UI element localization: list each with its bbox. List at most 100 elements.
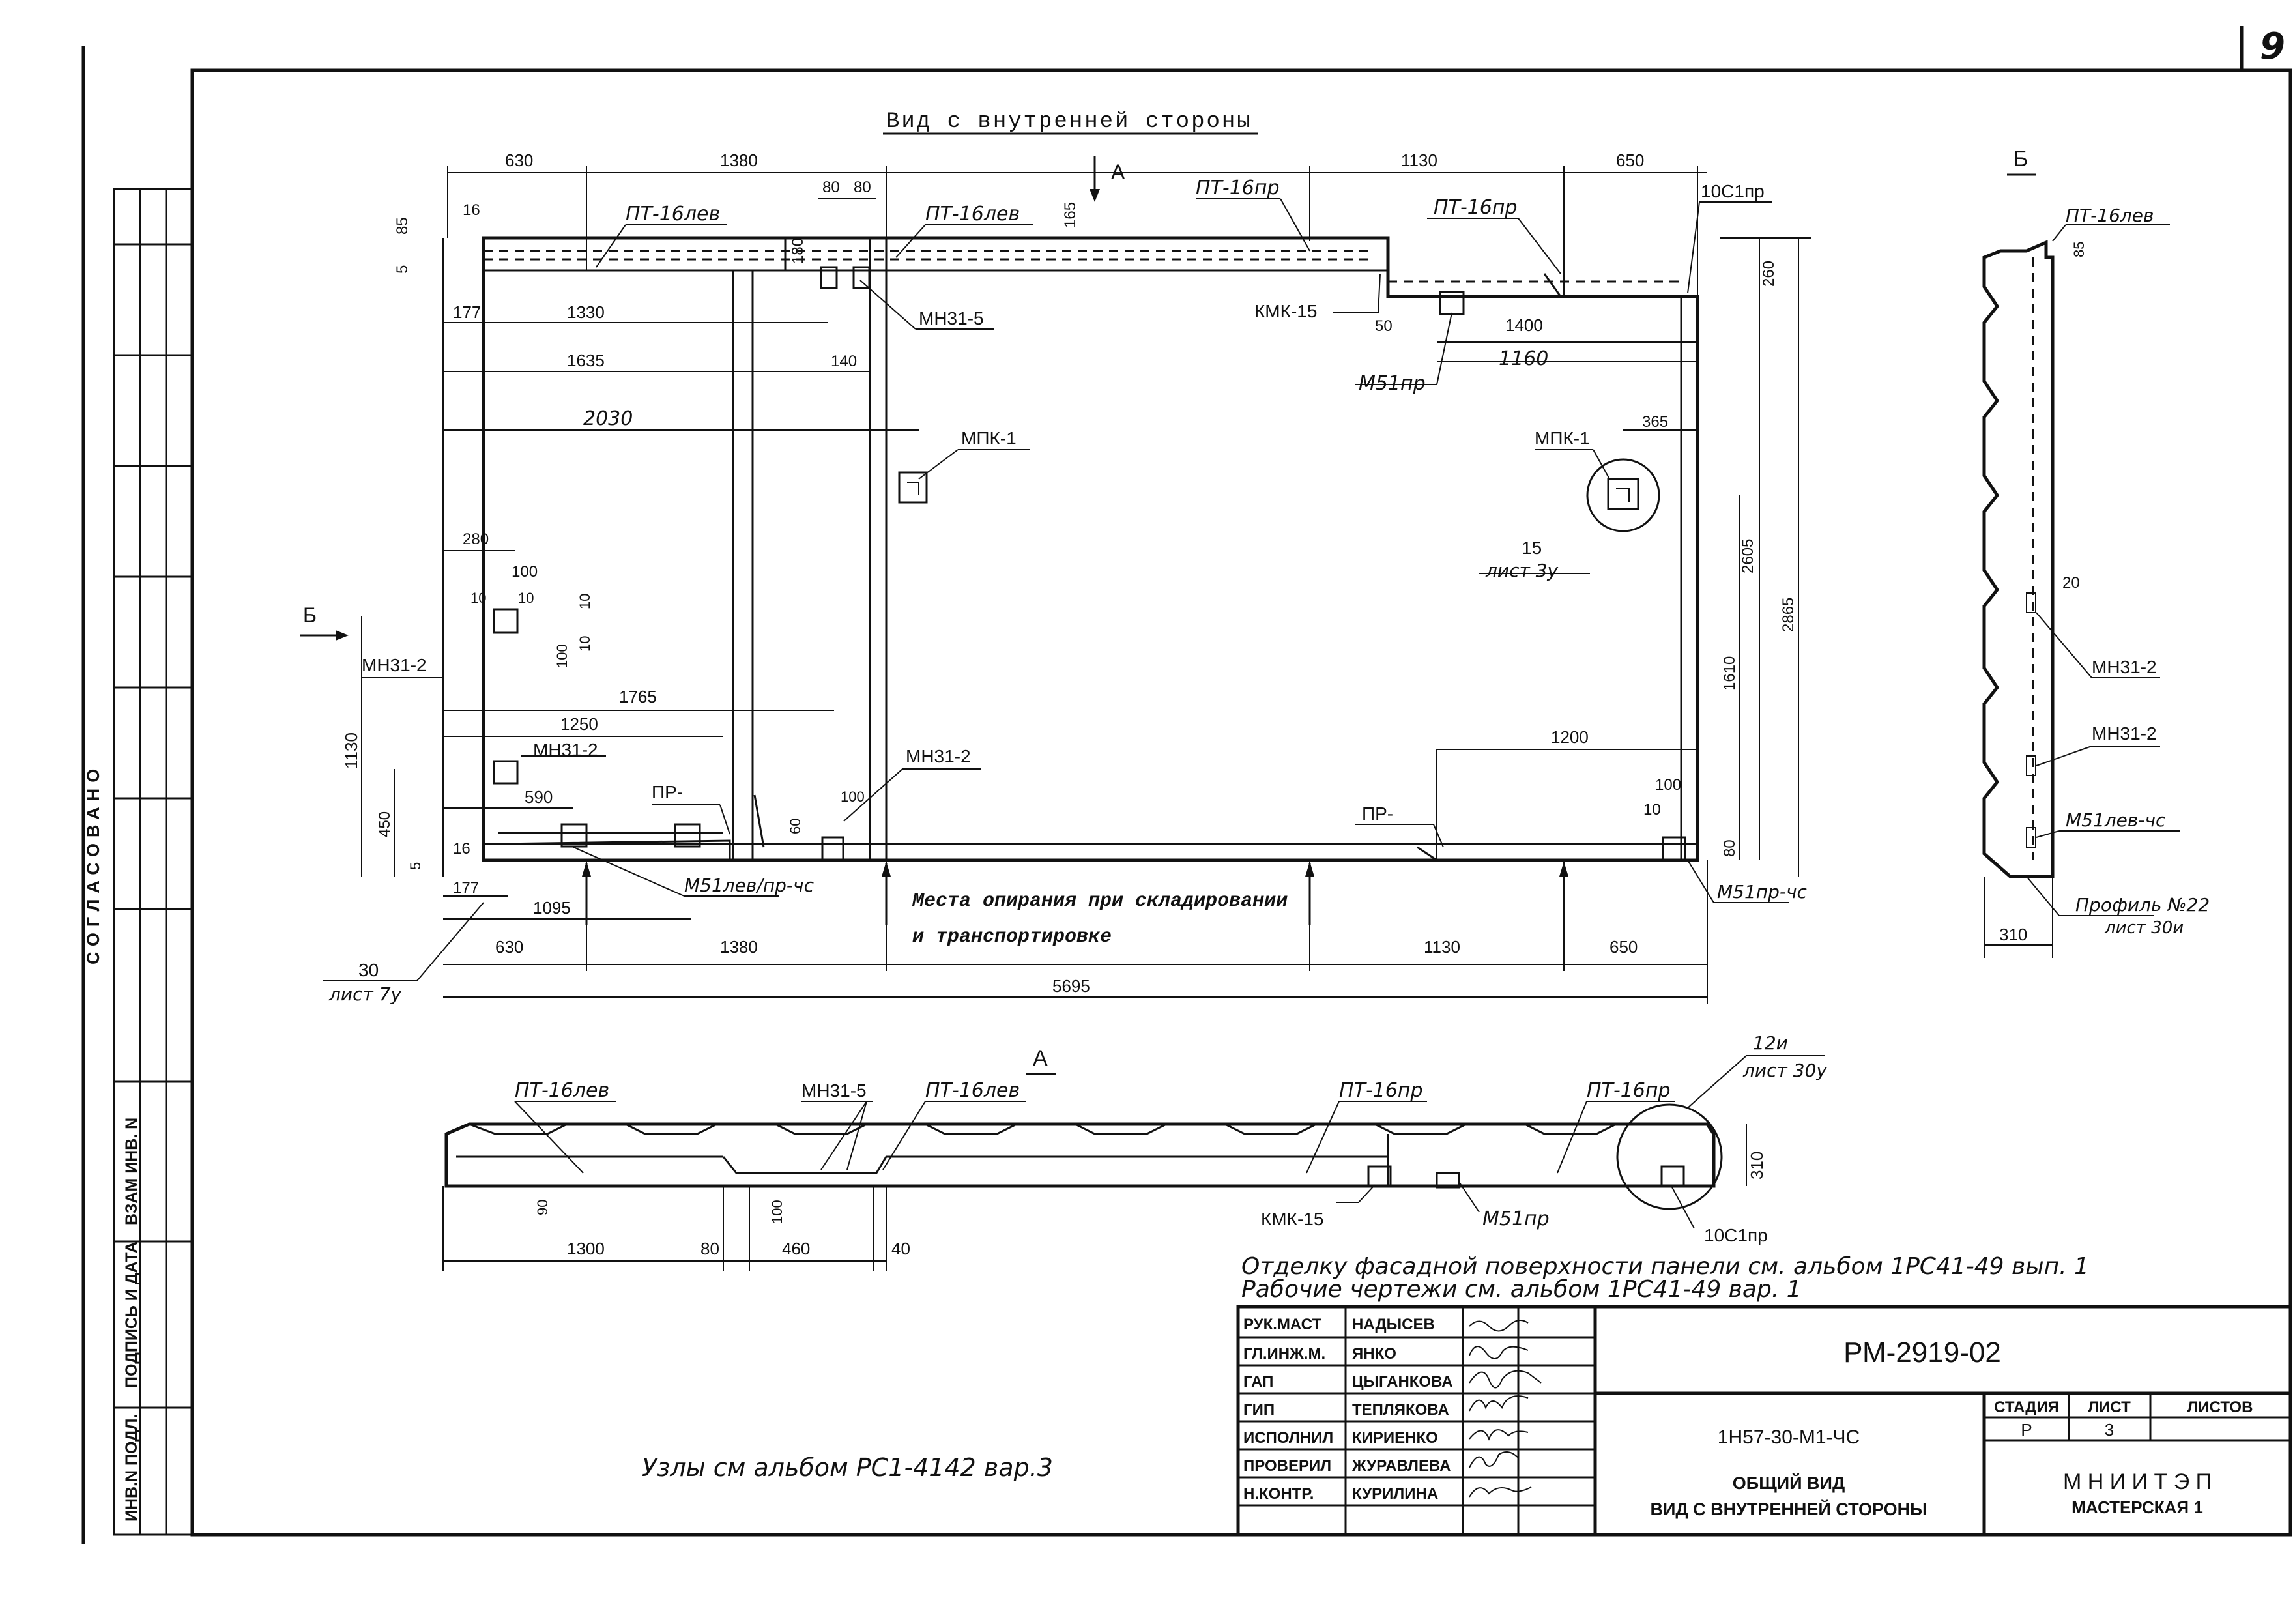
- top-view-a: А 310 12и лист 30у ПТ-16лев МН31-5 ПТ-16…: [442, 1032, 1827, 1271]
- top-label-kmk15: КМК-15: [1261, 1209, 1323, 1229]
- dim-1610: 1610: [1721, 656, 1739, 691]
- note-line-1: Отделку фасадной поверхности панели см. …: [1241, 1253, 2089, 1280]
- dim-100a: 100: [512, 563, 538, 581]
- dim-630-top: 630: [505, 151, 533, 170]
- label-mn31-2-b: МН31-2: [533, 740, 598, 760]
- support-arrows: [582, 862, 1568, 925]
- side-dim-310: 310: [1999, 925, 2027, 944]
- agreed-label: СОГЛАСОВАНО: [83, 763, 103, 964]
- dim-280: 280: [463, 530, 489, 548]
- label-m51pr-chs: М51пр-чс: [1717, 881, 1808, 903]
- signatures: [1469, 1320, 1542, 1498]
- drawing-title-1: ОБЩИЙ ВИД: [1733, 1473, 1845, 1493]
- dim-650-bottom: 650: [1609, 937, 1638, 957]
- top-label-10c1pr: 10С1пр: [1704, 1225, 1768, 1245]
- top-label-pt16lev-1: ПТ-16лев: [515, 1079, 609, 1102]
- top-label-pt16pr-2: ПТ-16пр: [1587, 1079, 1671, 1102]
- dim-5695: 5695: [1052, 976, 1090, 996]
- stage-label: СТАДИЯ: [1994, 1399, 2059, 1416]
- dim-80a: 80: [822, 179, 840, 196]
- top-dim-1300: 1300: [567, 1239, 605, 1258]
- dim-10d: 10: [577, 636, 593, 652]
- doc-code: РМ-2919-02: [1843, 1337, 2001, 1369]
- top-profile: [444, 1122, 1716, 1188]
- side-label-profile-sheet: лист 30и: [2104, 918, 2184, 938]
- dim-10a: 10: [470, 590, 486, 606]
- dim-1250: 1250: [560, 714, 598, 734]
- top-dim-310: 310: [1747, 1152, 1767, 1180]
- name-1: ЯНКО: [1352, 1345, 1396, 1363]
- dim-1765: 1765: [619, 687, 657, 706]
- side-label-profile: Профиль №22: [2075, 894, 2210, 916]
- arrow-b-label: Б: [303, 603, 317, 627]
- sheet-value: 3: [2105, 1420, 2114, 1440]
- notes: Отделку фасадной поверхности панели см. …: [642, 1253, 2089, 1482]
- label-pr-right: ПР-: [1362, 804, 1393, 824]
- note-line-2: Рабочие чертежи см. альбом 1РС41-49 вар.…: [1241, 1276, 1802, 1303]
- drawing-title-2: ВИД С ВНУТРЕННЕЙ СТОРОНЫ: [1650, 1499, 1927, 1519]
- role-5: ПРОВЕРИЛ: [1243, 1457, 1331, 1475]
- dim-10e: 10: [1643, 801, 1661, 819]
- org-name: М Н И И Т Э П: [2063, 1470, 2212, 1494]
- sheets-label: ЛИСТОВ: [2187, 1399, 2253, 1416]
- label-pr-left: ПР-: [652, 782, 683, 802]
- top-dim-100: 100: [769, 1200, 785, 1224]
- top-label-m51pr: М51пр: [1482, 1208, 1550, 1230]
- dim-100c: 100: [841, 789, 865, 805]
- name-5: ЖУРАВЛЕВА: [1351, 1457, 1451, 1475]
- dim-1330: 1330: [567, 302, 605, 322]
- top-callout-12: 12и: [1753, 1032, 1788, 1054]
- dim-177-bottom: 177: [453, 879, 479, 897]
- top-callout-sheet: лист 30у: [1742, 1060, 1827, 1081]
- part-code: 1Н57-30-М1-ЧС: [1718, 1427, 1860, 1448]
- title-block: РУК.МАСТ НАДЫСЕВ ГЛ.ИНЖ.М. ЯНКО ГАП ЦЫГА…: [1236, 1305, 2292, 1537]
- sheet-frame: 9: [81, 25, 2292, 1544]
- side-label-mn31-2-b: МН31-2: [2092, 723, 2157, 744]
- dim-1130-top: 1130: [1401, 151, 1437, 170]
- dim-1160: 1160: [1499, 347, 1548, 370]
- dim-60: 60: [787, 819, 803, 834]
- dim-650-top: 650: [1616, 151, 1644, 170]
- inv-vzam-label: ВЗАМ ИНВ. N: [123, 1118, 141, 1225]
- top-dim-40: 40: [891, 1239, 910, 1258]
- side-label-m51lev-chs: М51лев-чс: [2066, 809, 2166, 831]
- dim-16-bottom: 16: [453, 840, 470, 858]
- label-10c1pr: 10С1пр: [1701, 181, 1765, 201]
- callout-sheet-3u: лист 3у: [1485, 560, 1559, 581]
- dim-165: 165: [1061, 202, 1079, 228]
- dim-1130-bottom: 1130: [1424, 937, 1460, 957]
- dim-80b: 80: [854, 179, 871, 196]
- label-mn31-2-a: МН31-2: [362, 655, 427, 675]
- dim-140: 140: [831, 353, 857, 370]
- top-label-pt16lev-2: ПТ-16лев: [925, 1079, 1020, 1102]
- dim-2865: 2865: [1780, 598, 1797, 632]
- side-profile: [1982, 240, 2055, 878]
- role-4: ИСПОЛНИЛ: [1243, 1429, 1333, 1447]
- role-0: РУК.МАСТ: [1243, 1316, 1321, 1333]
- dim-2030: 2030: [583, 407, 633, 430]
- top-dim-460: 460: [782, 1239, 810, 1258]
- dim-590: 590: [525, 787, 553, 807]
- dim-365: 365: [1642, 413, 1668, 431]
- dim-1095: 1095: [533, 898, 571, 918]
- dim-1380-top: 1380: [720, 151, 758, 170]
- label-pt16pr-2: ПТ-16пр: [1434, 196, 1518, 219]
- top-label-mn31-5: МН31-5: [801, 1080, 867, 1101]
- dim-260: 260: [1760, 261, 1778, 287]
- label-m51pr: М51пр: [1359, 372, 1426, 395]
- top-dim-90: 90: [534, 1200, 551, 1215]
- label-mn31-5: МН31-5: [919, 308, 984, 328]
- note-nodes: Узлы см альбом РС1-4142 вар.3: [642, 1453, 1053, 1482]
- sheet-label: ЛИСТ: [2088, 1399, 2131, 1416]
- dim-1400: 1400: [1505, 315, 1543, 335]
- dim-5-bottom: 5: [407, 862, 424, 870]
- sign-date-label: ПОДПИСЬ И ДАТА: [123, 1241, 141, 1388]
- label-pt16pr-1: ПТ-16пр: [1196, 177, 1280, 199]
- support-note-1: Места опирания при складировании: [912, 890, 1288, 912]
- dim-1200: 1200: [1551, 727, 1589, 747]
- dim-630-bottom: 630: [495, 937, 523, 957]
- role-1: ГЛ.ИНЖ.М.: [1243, 1345, 1325, 1363]
- dim-5-top: 5: [394, 265, 411, 274]
- dim-50: 50: [1375, 317, 1393, 335]
- name-0: НАДЫСЕВ: [1352, 1316, 1435, 1333]
